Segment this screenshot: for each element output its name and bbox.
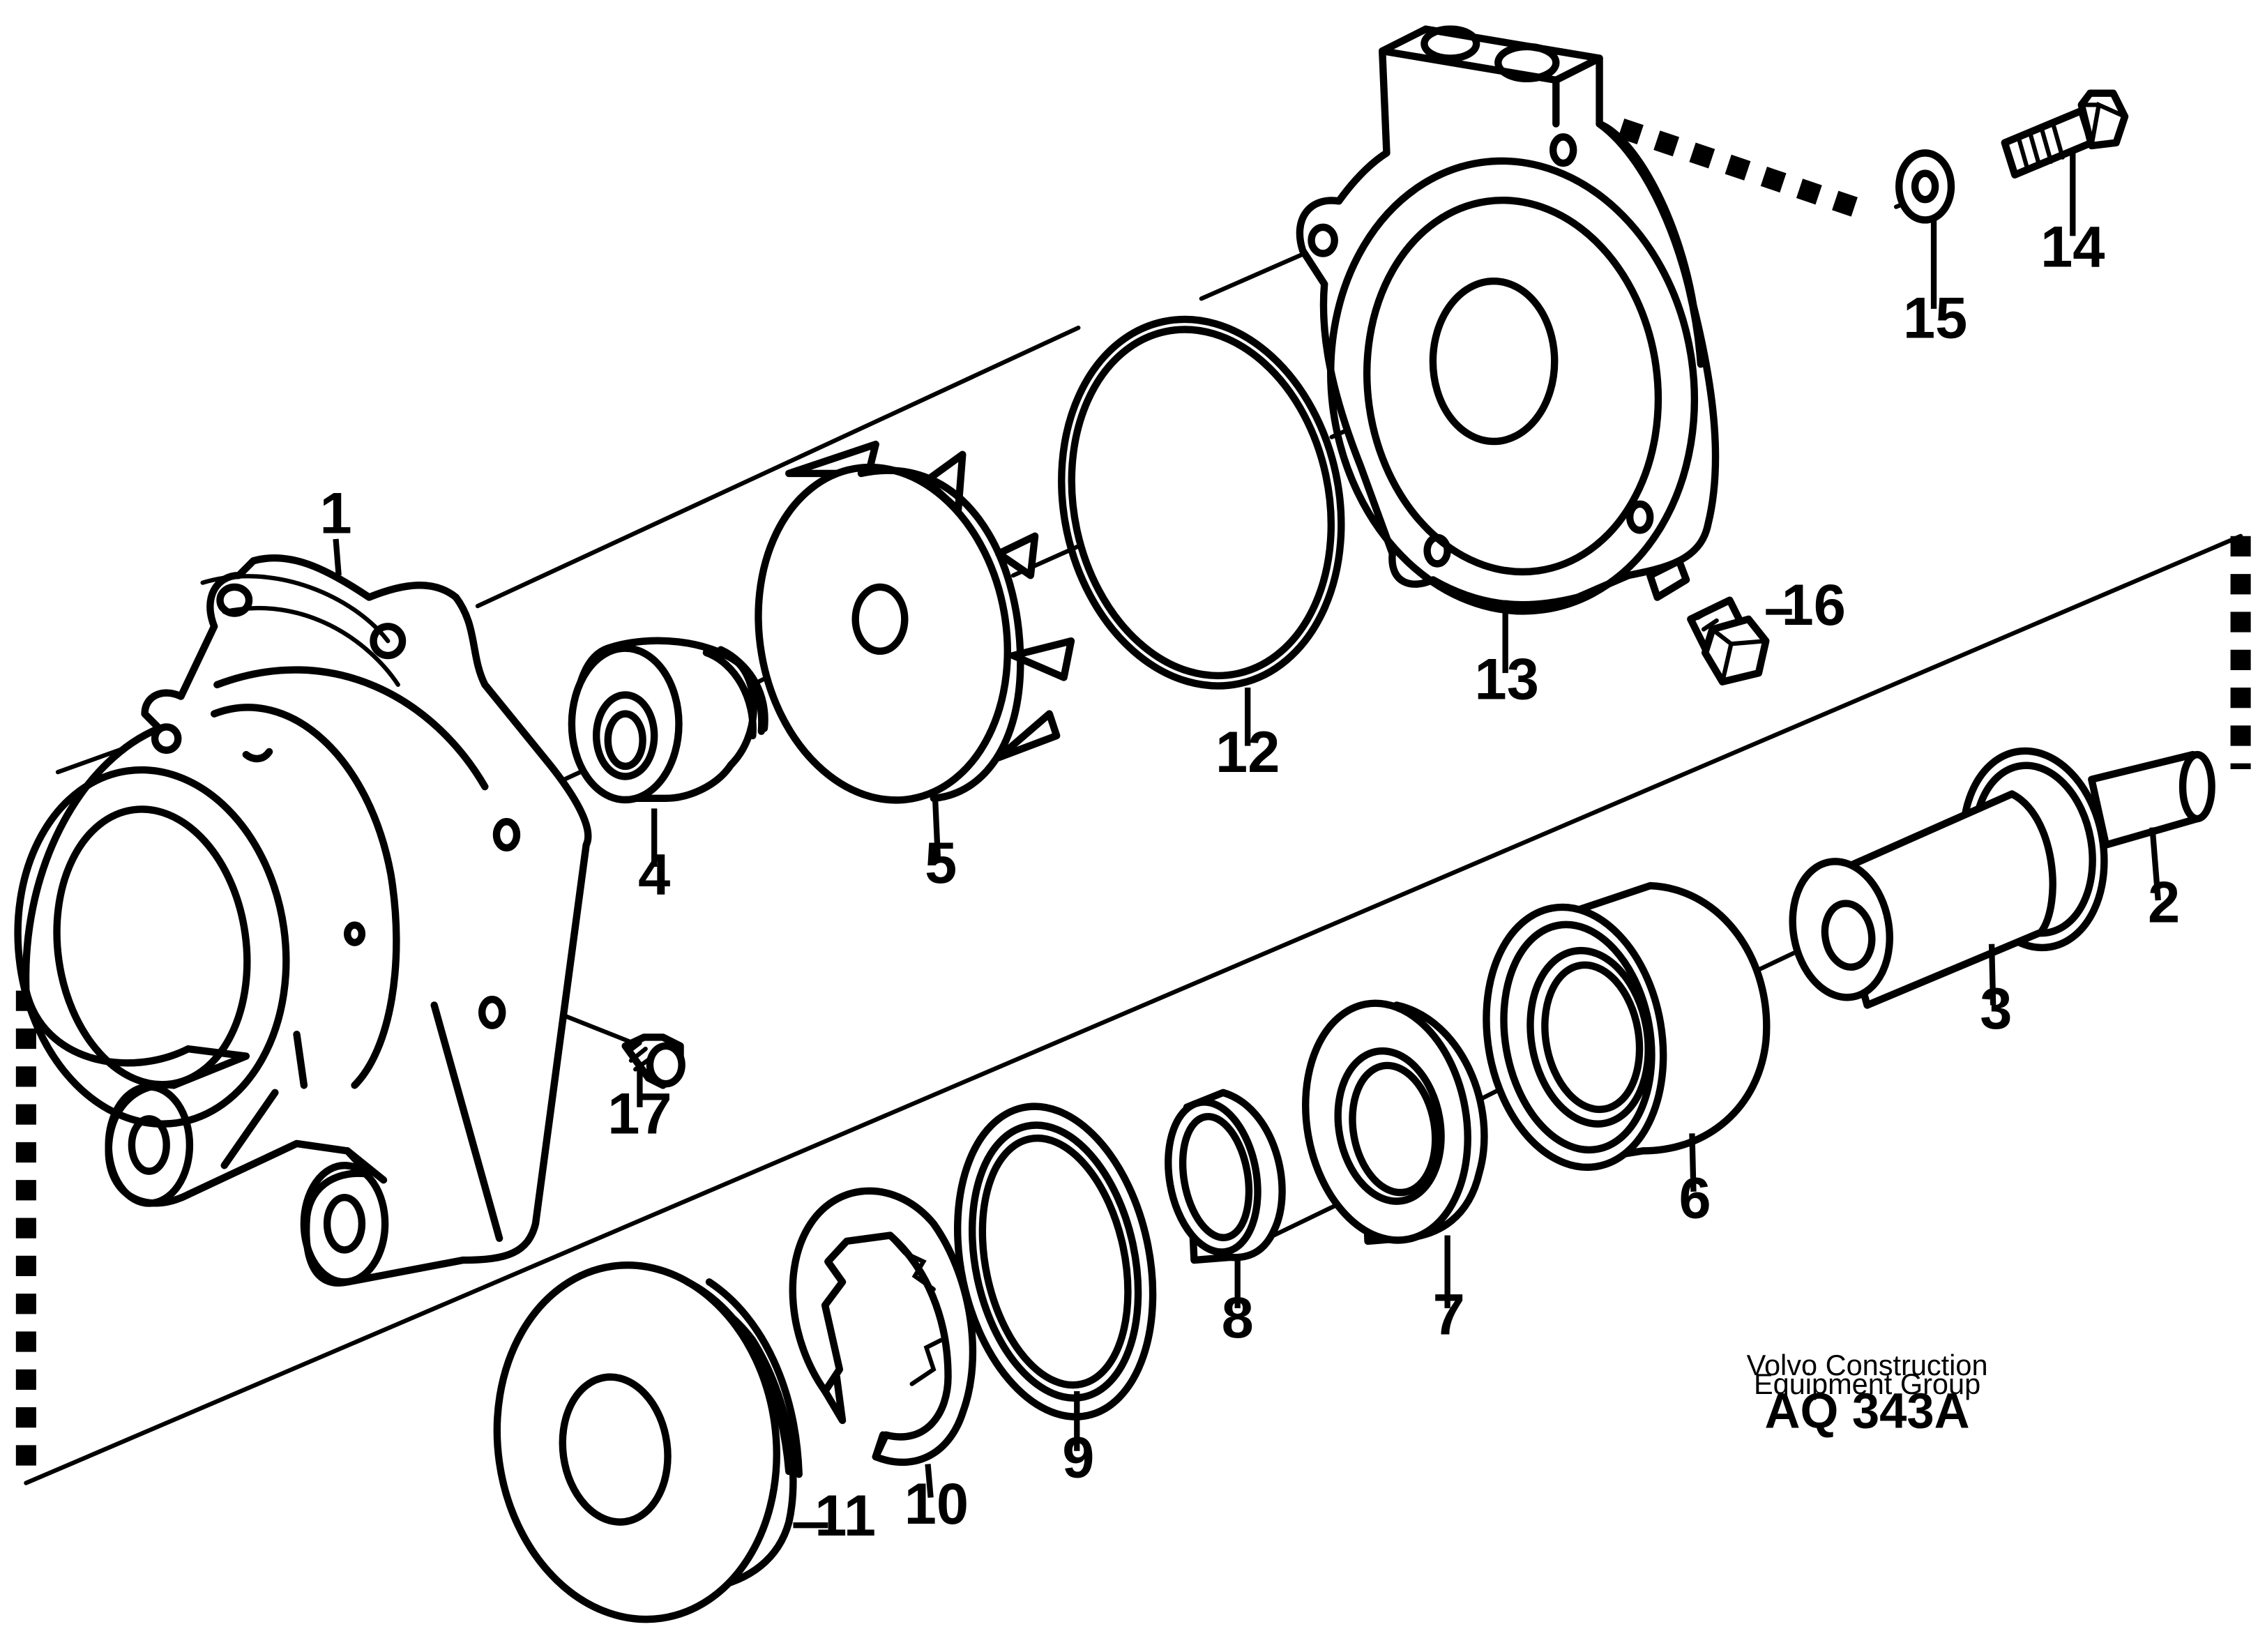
o-ring xyxy=(1058,315,1345,690)
callout-17: 17 xyxy=(607,1081,672,1146)
leader-lines xyxy=(333,149,2161,1529)
callout-13: 13 xyxy=(1475,647,1539,712)
pump-cover xyxy=(1296,25,1720,615)
impeller xyxy=(755,440,1075,804)
callout-4: 4 xyxy=(638,842,670,907)
pump-housing xyxy=(14,554,592,1287)
bearing xyxy=(1483,881,1771,1172)
assembly-boundary xyxy=(15,118,2251,1483)
shaft-seal xyxy=(568,637,768,804)
pulley xyxy=(493,1261,803,1623)
callout-11: 11 xyxy=(814,1483,876,1548)
drain-plug xyxy=(621,1033,685,1089)
callout-5: 5 xyxy=(925,831,957,895)
washer xyxy=(1895,149,1955,224)
spacer-ring xyxy=(1165,1089,1286,1264)
callout-3: 3 xyxy=(1980,976,2012,1041)
lock-washer xyxy=(789,1187,977,1466)
callout-9: 9 xyxy=(1062,1425,1094,1490)
callout-16: 16 xyxy=(1782,573,1846,637)
callout-2: 2 xyxy=(2148,870,2180,934)
thin-washer xyxy=(953,1102,1157,1420)
callout-6: 6 xyxy=(1679,1165,1711,1230)
callout-8: 8 xyxy=(1222,1285,1254,1350)
callout-10: 10 xyxy=(904,1471,969,1536)
credit-line-2: Equipment Group xyxy=(1754,1367,1980,1400)
sleeve xyxy=(1789,790,2056,1009)
callout-12: 12 xyxy=(1215,720,1280,785)
credit-block: Volvo Construction Equipment Group AQ 34… xyxy=(1747,1349,1988,1439)
callout-15: 15 xyxy=(1903,285,1967,350)
drawing-code: AQ 343A xyxy=(1764,1384,1969,1439)
hex-bolt xyxy=(2001,89,2129,179)
credit-line-1: Volvo Construction xyxy=(1747,1349,1988,1381)
cover-bolt xyxy=(1687,596,1770,685)
callout-14: 14 xyxy=(2040,214,2105,279)
callouts: 1 2 3 4 5 6 7 8 9 10 11 12 13 14 15 16 1… xyxy=(319,214,2180,1548)
seal-ring xyxy=(1302,999,1488,1245)
callout-1: 1 xyxy=(319,480,351,545)
callout-7: 7 xyxy=(1433,1282,1465,1347)
